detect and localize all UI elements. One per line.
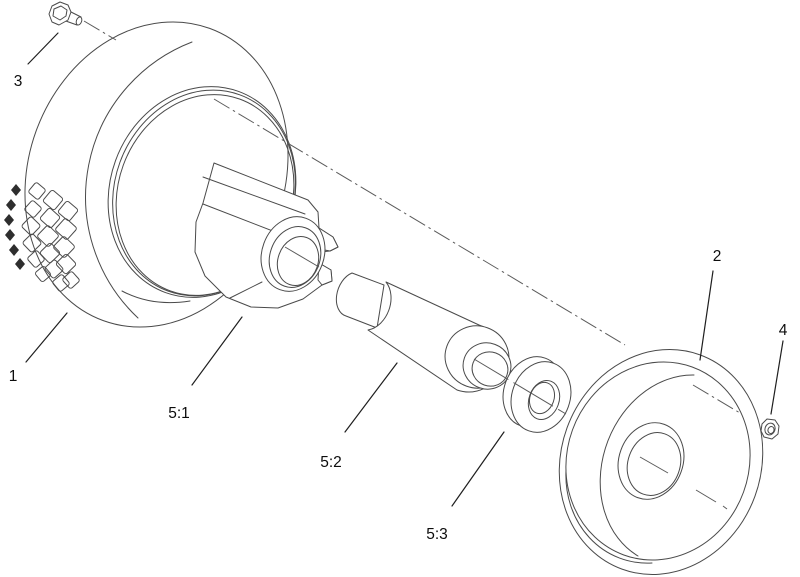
centerline-segment-over-rim <box>692 384 741 414</box>
rim-flange-lip-arc <box>565 469 653 564</box>
washer-hole-depth <box>528 381 556 415</box>
tread-diamond <box>35 266 51 282</box>
tread-diamond <box>52 274 70 292</box>
bolt-shank-end <box>75 16 83 26</box>
bolt <box>48 1 83 26</box>
tread-diamond <box>22 233 42 253</box>
leader-part5-3 <box>451 431 505 507</box>
nut-body <box>760 418 780 440</box>
part-label-4: 4 <box>779 322 788 339</box>
tread-block-edge <box>6 199 16 211</box>
wheel-rim <box>558 349 764 575</box>
leader-part5-1 <box>191 316 243 386</box>
tire-tread-inner-edge <box>85 41 193 319</box>
nut <box>760 418 780 440</box>
leader-part1 <box>25 312 68 363</box>
leader-part4 <box>770 340 784 415</box>
tread-diamond <box>39 242 61 264</box>
leader-part2 <box>699 270 714 361</box>
part-label-5-2: 5:2 <box>320 454 342 471</box>
bolt-head <box>48 1 72 26</box>
tread-block-edge <box>5 229 15 241</box>
nut-hole-outer <box>764 422 776 436</box>
callout-labels: 3 1 5:1 5:2 5:3 2 4 <box>9 73 788 543</box>
rim-axis-segment <box>639 456 669 474</box>
tire <box>4 21 297 328</box>
leader-lines <box>25 32 784 507</box>
leader-part3 <box>27 32 59 65</box>
hub-axis-segment <box>284 246 320 268</box>
tread-diamond <box>62 271 80 289</box>
hub-top-facet-edge <box>202 176 306 215</box>
tread-diamond <box>24 200 42 218</box>
part-label-2: 2 <box>713 248 722 265</box>
tire-bead-depth-arc <box>121 290 191 304</box>
tread-block-edge <box>11 184 21 196</box>
tread-diamond <box>42 189 64 211</box>
tread-block-edge <box>9 244 19 256</box>
leader-part5-2 <box>344 362 398 433</box>
rim-inner-flange <box>565 361 751 561</box>
spacer-small-cylinder <box>335 272 385 329</box>
tread-diamonds <box>4 182 80 292</box>
tread-diamond <box>44 259 64 279</box>
tread-diamond <box>53 236 75 258</box>
tread-diamond <box>37 225 59 247</box>
tread-diamond <box>28 182 46 200</box>
hub-tab-bottom <box>317 262 333 286</box>
front-axis-lines <box>639 384 741 510</box>
tread-diamond <box>21 216 41 236</box>
nut-hole-inner <box>767 426 775 434</box>
hub-bore-outer <box>268 226 322 288</box>
rim-axis-dash <box>695 489 717 503</box>
centerline-segment <box>83 20 117 41</box>
centerline-segment <box>213 98 626 346</box>
tire-outer-silhouette <box>24 21 289 328</box>
part-label-3: 3 <box>14 73 23 90</box>
washer <box>502 356 572 433</box>
tread-diamond <box>55 218 77 240</box>
rim-dish-face-arc <box>599 374 695 557</box>
bolt-head-facets <box>52 5 68 21</box>
spacer-bushing <box>335 272 512 393</box>
hub-bottom-facet-edge <box>229 281 263 299</box>
tread-block-edge <box>4 214 14 226</box>
spacer-washer-axis-segment <box>473 358 567 415</box>
hub-bushing <box>194 162 339 309</box>
rim-hub-hole-outer <box>617 422 685 500</box>
tread-block-edge <box>15 258 25 270</box>
rim-axis-dot <box>722 505 728 510</box>
tread-diamond <box>57 200 79 222</box>
part-label-5-3: 5:3 <box>426 526 448 543</box>
tread-diamond <box>55 253 77 275</box>
part-label-1: 1 <box>9 368 18 385</box>
rim-hub-hole-inner <box>626 432 682 496</box>
tread-diamond <box>39 207 61 229</box>
spacer-bore-depth <box>471 351 509 387</box>
main-centerline <box>83 20 626 346</box>
part-label-5-1: 5:1 <box>168 405 190 422</box>
hub-bore-inner <box>276 236 320 286</box>
